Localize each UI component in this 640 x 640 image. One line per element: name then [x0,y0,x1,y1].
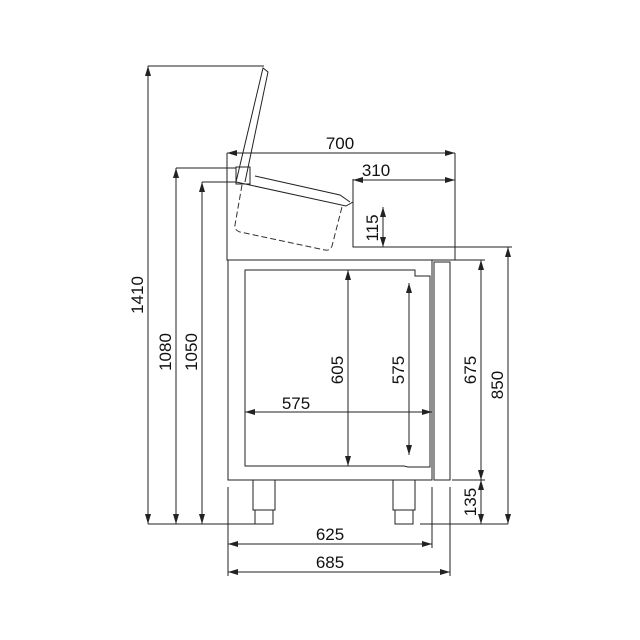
dim-675: 675 [461,356,480,384]
door-panel [433,261,451,481]
worktop [226,153,456,261]
dim-625: 625 [316,525,344,544]
dim-1080: 1080 [156,333,175,371]
extension-lines [148,65,512,576]
dimension-lines [145,66,511,575]
dim-1050: 1050 [182,333,201,371]
dim-850: 850 [488,371,507,399]
legs [252,479,416,525]
dim-575-horizontal: 575 [282,394,310,413]
dim-700: 700 [326,134,354,153]
dim-685: 685 [316,553,344,572]
dim-1410: 1410 [128,276,147,314]
gastronorm-pan [234,184,343,251]
cabinet [227,259,451,481]
dim-605: 605 [328,356,347,384]
dim-310: 310 [362,161,390,180]
dim-575-vertical: 575 [389,356,408,384]
open-lid [235,67,354,207]
dim-135: 135 [461,488,480,516]
dim-115: 115 [363,214,382,241]
